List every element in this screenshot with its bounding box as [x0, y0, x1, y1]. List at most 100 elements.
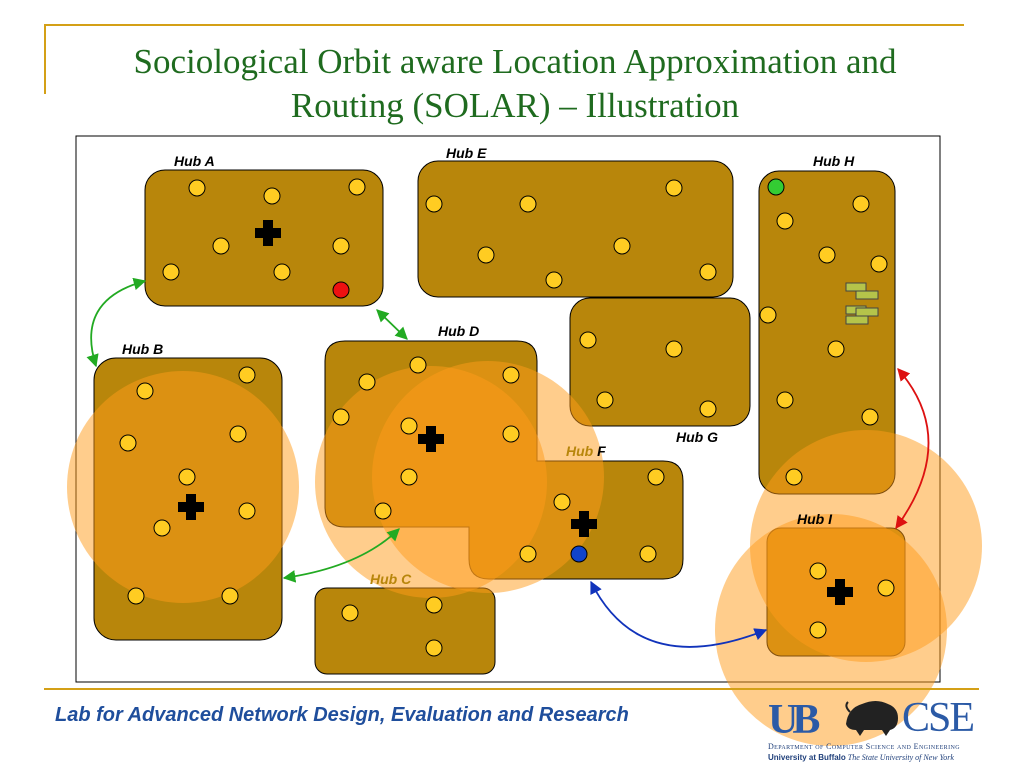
- hub-label-f-letter: F: [597, 443, 606, 459]
- hub-center-icons: [178, 220, 853, 605]
- node: [348, 178, 366, 196]
- obstacle-icon: [845, 282, 879, 325]
- node: [545, 271, 563, 289]
- logo-university: University at Buffalo The State Universi…: [768, 753, 954, 762]
- node: [425, 596, 443, 614]
- node: [425, 195, 443, 213]
- node: [425, 639, 443, 657]
- logo-cse-mark: CSE: [902, 695, 975, 741]
- node: [221, 587, 239, 605]
- node: [785, 468, 803, 486]
- hub-label-a: Hub A: [174, 153, 215, 169]
- node: [400, 417, 418, 435]
- node-green: [767, 178, 785, 196]
- node: [596, 391, 614, 409]
- hub-label-i: Hub I: [797, 511, 833, 527]
- node: [776, 212, 794, 230]
- hub-label-e: Hub E: [446, 145, 487, 161]
- node: [127, 587, 145, 605]
- hub-e-region: [417, 160, 734, 298]
- node: [553, 493, 571, 511]
- node-blue: [570, 545, 588, 563]
- node-red: [332, 281, 350, 299]
- hub-center-icon: [178, 494, 204, 520]
- node: [238, 366, 256, 384]
- hub-label-f-prefix: Hub: [566, 443, 597, 459]
- hub-center-icon: [827, 579, 853, 605]
- node: [374, 502, 392, 520]
- logo-ub-mark: UB: [768, 697, 820, 743]
- node: [263, 187, 281, 205]
- node: [400, 468, 418, 486]
- node: [136, 382, 154, 400]
- node: [647, 468, 665, 486]
- node: [153, 519, 171, 537]
- range-circle: [67, 371, 299, 603]
- transition-arrow-a-b: [86, 277, 147, 368]
- ub-cse-logo: UB CSE Department of Computer Science an…: [764, 692, 978, 766]
- top-rule: [44, 24, 964, 26]
- left-rule: [44, 24, 46, 94]
- transition-arrow-b-c: [282, 528, 400, 583]
- hub-label-b: Hub B: [122, 341, 163, 357]
- hub-g-region: [569, 297, 751, 427]
- hub-label-g: Hub G: [676, 429, 718, 445]
- node: [188, 179, 206, 197]
- node: [178, 468, 196, 486]
- node: [877, 579, 895, 597]
- bison-icon: [845, 701, 898, 736]
- node: [809, 562, 827, 580]
- transition-arrow-f-i: [590, 580, 768, 648]
- node: [358, 373, 376, 391]
- footer-lab-name: Lab for Advanced Network Design, Evaluat…: [55, 704, 629, 726]
- hub-center-icon: [571, 511, 597, 537]
- hub-center-icon: [418, 426, 444, 452]
- obstacle-block: [855, 290, 879, 300]
- obstacle-block: [845, 282, 867, 292]
- node: [613, 237, 631, 255]
- node: [818, 246, 836, 264]
- node: [699, 263, 717, 281]
- bottom-rule: [44, 688, 979, 690]
- node: [861, 408, 879, 426]
- range-circle: [372, 361, 604, 593]
- node: [238, 502, 256, 520]
- node: [409, 356, 427, 374]
- node: [665, 179, 683, 197]
- hub-label-h: Hub H: [813, 153, 855, 169]
- node: [639, 545, 657, 563]
- node: [273, 263, 291, 281]
- title-line-2: Routing (SOLAR) – Illustration: [290, 86, 740, 125]
- node: [699, 400, 717, 418]
- logo-department: Department of Computer Science and Engin…: [768, 742, 960, 751]
- node: [776, 391, 794, 409]
- node: [519, 195, 537, 213]
- node: [502, 366, 520, 384]
- transition-arrow-h-i: [895, 368, 930, 530]
- node: [827, 340, 845, 358]
- transition-arrow-a-d: [376, 309, 408, 340]
- node: [665, 340, 683, 358]
- hub-label-f: Hub F: [566, 443, 606, 459]
- node: [519, 545, 537, 563]
- node: [332, 237, 350, 255]
- node: [212, 237, 230, 255]
- node: [579, 331, 597, 349]
- node: [341, 604, 359, 622]
- hub-center-icon: [255, 220, 281, 246]
- title-line-1: Sociological Orbit aware Location Approx…: [133, 42, 897, 81]
- obstacle-block: [855, 307, 879, 317]
- node: [119, 434, 137, 452]
- hub-label-c: Hub C: [370, 571, 412, 587]
- node: [759, 306, 777, 324]
- slide-title: Sociological Orbit aware Location Approx…: [50, 40, 980, 128]
- logo-university-bold: University at Buffalo: [768, 753, 846, 762]
- node: [477, 246, 495, 264]
- node: [502, 425, 520, 443]
- node: [809, 621, 827, 639]
- hub-c-region: [314, 587, 496, 675]
- node: [332, 408, 350, 426]
- obstacle-block: [845, 315, 869, 325]
- node: [229, 425, 247, 443]
